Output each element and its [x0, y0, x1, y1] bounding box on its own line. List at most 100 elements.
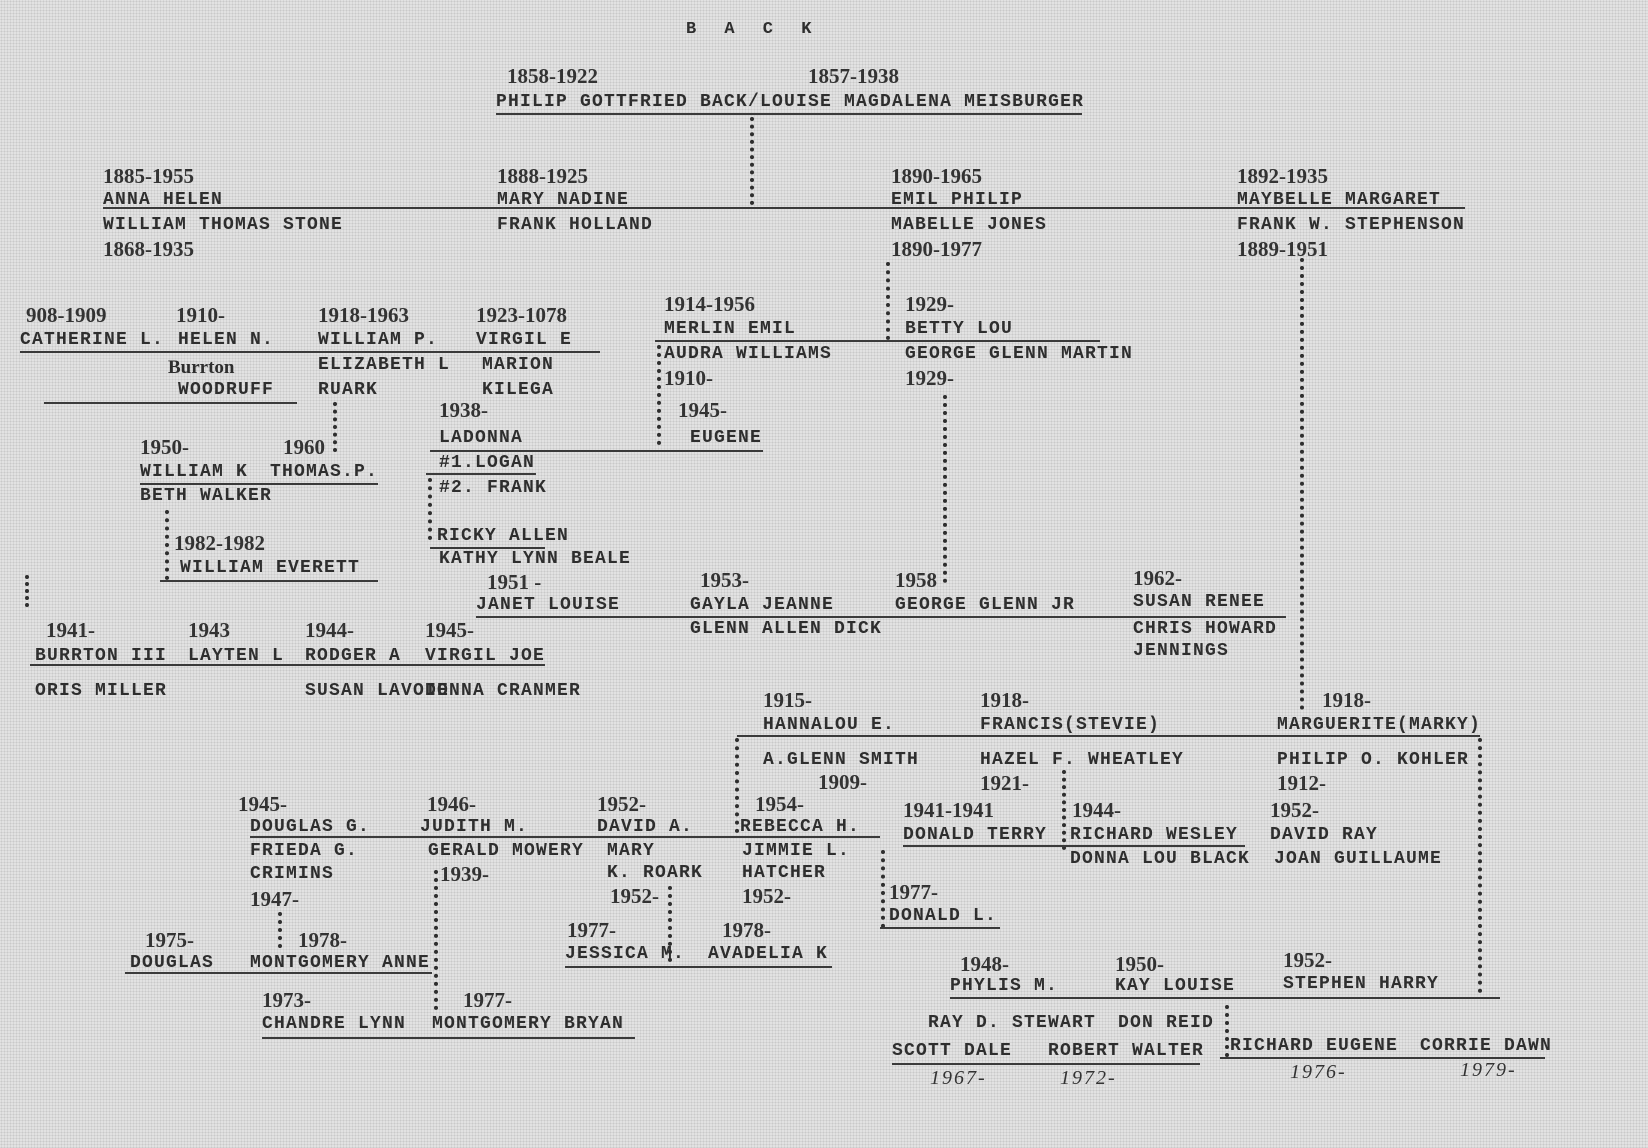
root-dates-wife: 1857-1938: [808, 64, 899, 88]
maybelle-children-line: [737, 735, 1480, 737]
person-dates: 1910-: [176, 303, 225, 327]
person-name: JUDITH M.: [420, 817, 529, 837]
spouse-dates: 1868-1935: [103, 237, 194, 261]
person-name: DOUGLAS: [130, 953, 215, 973]
person-name: MONTGOMERY ANNE: [250, 953, 431, 973]
person-name: PHYLIS M.: [950, 976, 1059, 996]
spouse-name: GEORGE GLENN MARTIN: [905, 344, 1134, 364]
descent-line: [657, 345, 661, 445]
person-dates: 1975-: [145, 928, 194, 952]
person-dates: 1976-: [1290, 1061, 1347, 1083]
person-dates: 1923-1078: [476, 303, 567, 327]
spouse-name: MARY: [607, 841, 656, 861]
spouse-first-name: Burrton: [168, 357, 235, 378]
generation-2-line: [103, 207, 1465, 209]
spouse-name: HAZEL F. WHEATLEY: [980, 750, 1185, 770]
person-dates: 1943: [188, 618, 230, 642]
descent-line: [735, 738, 739, 833]
person-dates: 1950-: [140, 435, 189, 459]
spouse-dates: 1889-1951: [1237, 237, 1328, 261]
spouse-name: RAY D. STEWART: [928, 1013, 1097, 1033]
descent-line: [278, 912, 282, 948]
spouse-dates: 1952-: [610, 884, 659, 908]
spouse-name: MABELLE JONES: [891, 215, 1048, 235]
descent-line: [881, 850, 885, 928]
person-dates: 1960: [283, 435, 325, 459]
spouse-name: JOAN GUILLAUME: [1274, 849, 1443, 869]
person-dates: 1982-1982: [174, 531, 265, 555]
person-dates: 1945-: [238, 792, 287, 816]
person-dates: 1954-: [755, 792, 804, 816]
person-name: DAVID A.: [597, 817, 694, 837]
person-name: STEPHEN HARRY: [1283, 974, 1440, 994]
person-dates: 1952-: [597, 792, 646, 816]
person-name: VIRGIL JOE: [425, 646, 546, 666]
person-dates: 1952-: [1270, 798, 1319, 822]
person-name: LAYTEN L: [188, 646, 285, 666]
person-dates: 1973-: [262, 988, 311, 1012]
person-name: MARGUERITE(MARKY): [1277, 715, 1482, 735]
spouse-dates: 1890-1977: [891, 237, 982, 261]
person-name: DONALD TERRY: [903, 825, 1048, 845]
person-dates: 908-1909: [26, 303, 107, 327]
person-name: RICHARD EUGENE: [1230, 1036, 1399, 1056]
spouse-dates: 1929-: [905, 366, 954, 390]
person-dates: 1915-: [763, 688, 812, 712]
spouse-name: ORIS MILLER: [35, 681, 168, 701]
person-name: SUSAN RENEE: [1133, 592, 1266, 612]
person-dates: 1972-: [1060, 1067, 1117, 1089]
woodruff-line: [44, 402, 297, 404]
person-name: DAVID RAY: [1270, 825, 1379, 845]
william-p-children-line: [140, 483, 378, 485]
spouse-name: #2. FRANK: [439, 478, 548, 498]
rebecca-children-line: [880, 927, 1000, 929]
person-name: BURRTON III: [35, 646, 168, 666]
spouse-dates: 1921-: [980, 771, 1029, 795]
descent-line: [668, 886, 672, 962]
person-dates: 1938-: [439, 398, 488, 422]
person-dates: 1888-1925: [497, 164, 588, 188]
person-dates: 1945-: [678, 398, 727, 422]
person-name: LADONNA: [439, 428, 524, 448]
person-name: WILLIAM K: [140, 462, 249, 482]
person-name: MONTGOMERY BRYAN: [432, 1014, 625, 1034]
person-dates: 1885-1955: [103, 164, 194, 188]
spouse-name: DONNA CRANMER: [425, 681, 582, 701]
person-name: MERLIN EMIL: [664, 319, 797, 339]
person-dates: 1979-: [1460, 1059, 1517, 1081]
spouse-name: GLENN ALLEN DICK: [690, 619, 883, 639]
descent-line: [1062, 770, 1066, 850]
ricky-underline: [430, 547, 545, 549]
spouse-name: HATCHER: [742, 863, 827, 883]
person-dates: 1978-: [722, 918, 771, 942]
spouse-name: #1.LOGAN: [439, 453, 536, 473]
root-dates-husband: 1858-1922: [507, 64, 598, 88]
descent-line: [165, 510, 169, 580]
spouse-dates: 1939-: [440, 862, 489, 886]
hannalou-children-line: [250, 836, 880, 838]
spouse-name: JENNINGS: [1133, 641, 1230, 661]
person-dates: 1977-: [889, 880, 938, 904]
spouse-name: SUSAN LAVOIE: [305, 681, 450, 701]
spouse-dates: 1909-: [818, 770, 867, 794]
person-name: KAY LOUISE: [1115, 976, 1236, 996]
person-dates: 1978-: [298, 928, 347, 952]
descent-line: [333, 402, 337, 452]
person-name: EMIL PHILIP: [891, 190, 1024, 210]
root-couple-names: PHILIP GOTTFRIED BACK/LOUISE MAGDALENA M…: [496, 92, 1085, 112]
spouse-dates: 1910-: [664, 366, 713, 390]
francis-children-line: [903, 845, 1245, 847]
spouse-name: WILLIAM THOMAS STONE: [103, 215, 344, 235]
person-name: CHANDRE LYNN: [262, 1014, 407, 1034]
person-name: WILLIAM P.: [318, 330, 439, 350]
descent-line: [428, 478, 432, 540]
person-dates: 1946-: [427, 792, 476, 816]
person-name: BETTY LOU: [905, 319, 1014, 339]
descent-line: [1225, 1005, 1229, 1057]
person-dates: 1967-: [930, 1067, 987, 1089]
descent-line: [1300, 258, 1304, 710]
spouse-name: AUDRA WILLIAMS: [664, 344, 833, 364]
spouse-name: CHRIS HOWARD: [1133, 619, 1278, 639]
person-name: HELEN N.: [178, 330, 275, 350]
